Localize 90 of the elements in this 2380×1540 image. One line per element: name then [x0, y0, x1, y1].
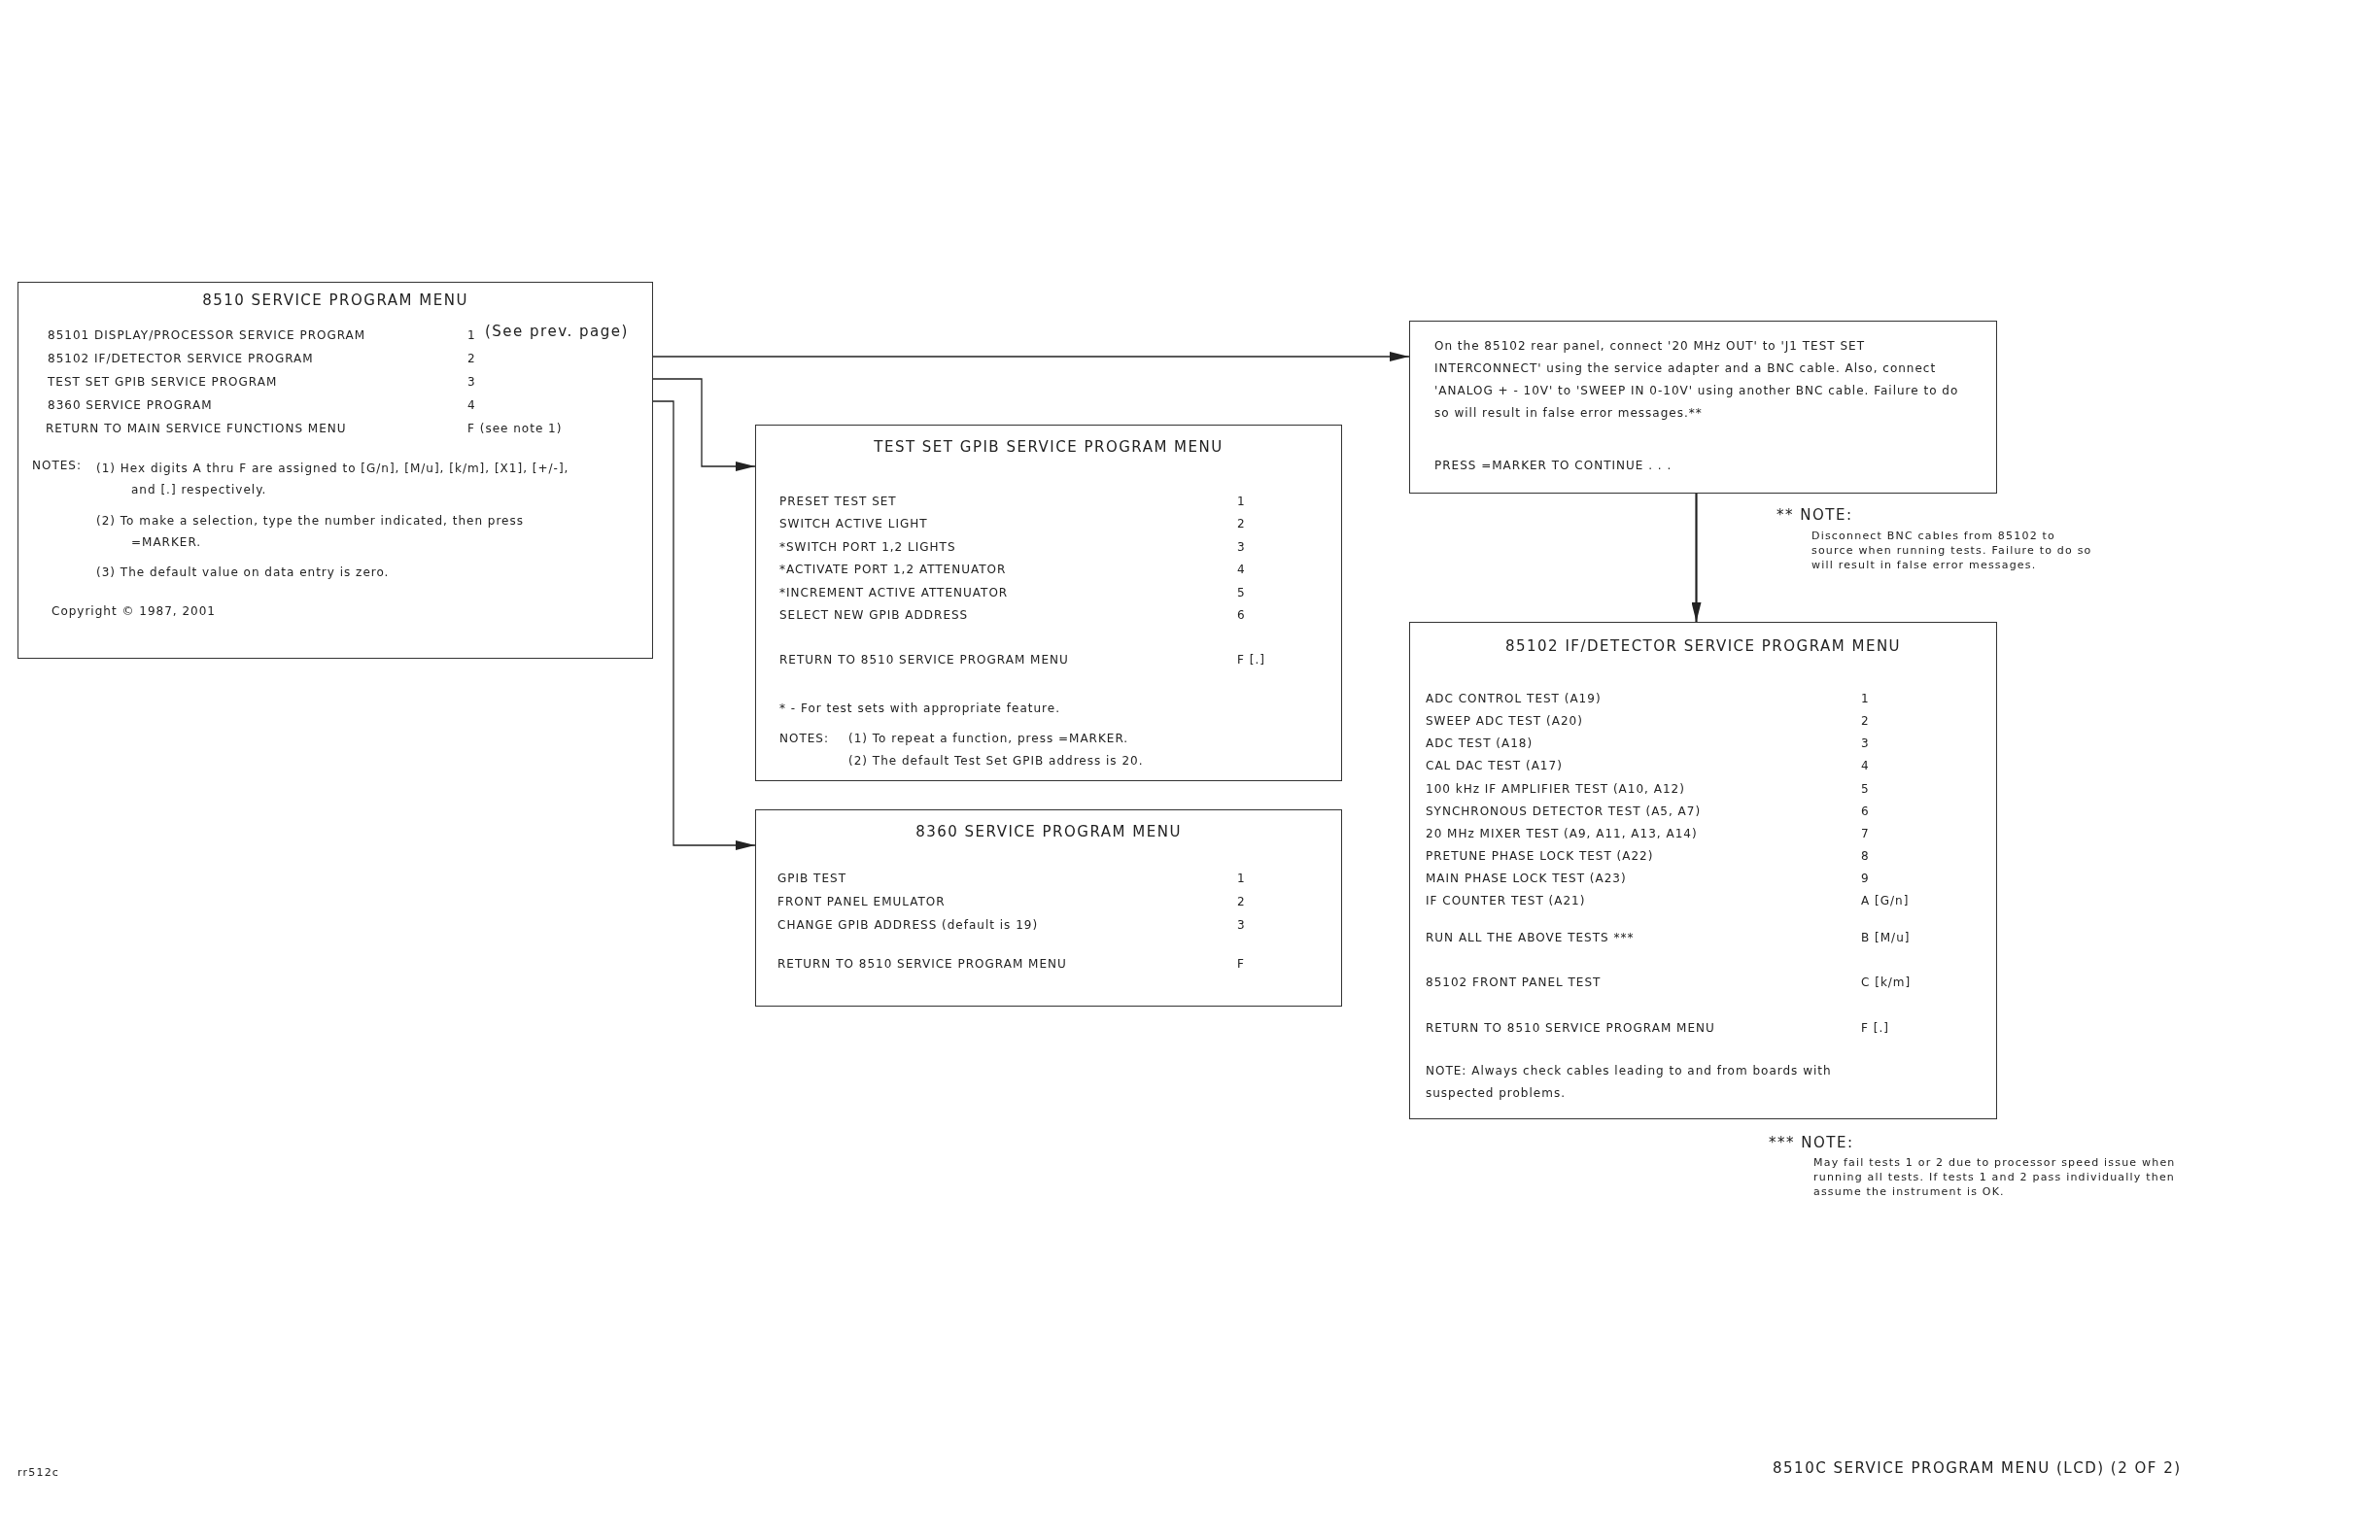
key-label: 5	[1237, 585, 1246, 600]
menu-item: *INCREMENT ACTIVE ATTENUATOR	[779, 585, 1009, 600]
key-label: 3	[1237, 917, 1246, 933]
key-label: 9	[1861, 871, 1870, 886]
note-text: May fail tests 1 or 2 due to processor speed issue when running all tests. If tests 1 and 2 pass individually then assume the instrument is OK.	[1813, 1155, 2177, 1199]
menu-item: NOTES:	[32, 458, 82, 473]
key-label: A [G/n]	[1861, 893, 1910, 908]
key-label: 6	[1861, 804, 1870, 819]
key-label: 1	[1237, 871, 1246, 886]
menu-panel	[1409, 622, 1997, 1119]
menu-panel	[755, 425, 1342, 781]
note-heading: ** NOTE:	[1776, 507, 1853, 523]
arrow	[1691, 494, 1702, 622]
menu-title: 85102 IF/DETECTOR SERVICE PROGRAM MENU	[1503, 638, 1903, 654]
arrow	[652, 400, 756, 850]
note-text: (3) The default value on data entry is zero.	[96, 565, 391, 581]
note-heading: *** NOTE:	[1769, 1135, 1854, 1150]
menu-title: 8510 SERVICE PROGRAM MENU	[201, 292, 469, 308]
key-label: 2	[1237, 516, 1246, 531]
key-label: C [k/m]	[1861, 975, 1912, 990]
drawing-number: rr512c	[17, 1465, 61, 1480]
menu-title: 8360 SERVICE PROGRAM MENU	[914, 824, 1183, 839]
menu-item: 85102 IF/DETECTOR SERVICE PROGRAM	[48, 351, 314, 366]
menu-item: (1) To repeat a function, press =MARKER.	[848, 731, 1129, 746]
key-label: 3	[1237, 539, 1246, 555]
menu-item: 85101 DISPLAY/PROCESSOR SERVICE PROGRAM	[48, 327, 366, 343]
key-label: 7	[1861, 826, 1870, 841]
menu-item: RETURN TO 8510 SERVICE PROGRAM MENU	[779, 652, 1069, 667]
menu-item: MAIN PHASE LOCK TEST (A23)	[1426, 871, 1627, 886]
key-label: 1	[1861, 691, 1870, 706]
key-label: 2	[467, 351, 476, 366]
menu-item: (2) The default Test Set GPIB address is 20.	[848, 753, 1144, 769]
menu-item: RETURN TO MAIN SERVICE FUNCTIONS MENU	[46, 421, 347, 436]
menu-item: CAL DAC TEST (A17)	[1426, 758, 1563, 773]
instruction-panel	[1409, 321, 1997, 494]
key-label: F [.]	[1237, 652, 1265, 667]
instruction-text: NOTE: Always check cables leading to and from boards with suspected problems.	[1426, 1063, 1833, 1102]
key-label: 2	[1237, 894, 1246, 909]
menu-item: Copyright © 1987, 2001	[52, 603, 216, 619]
key-label: 5	[1861, 781, 1870, 797]
key-label: F	[1237, 956, 1245, 972]
key-label: 4	[1861, 758, 1870, 773]
arrow	[652, 378, 756, 471]
menu-item: 8360 SERVICE PROGRAM	[48, 397, 213, 413]
menu-item: *ACTIVATE PORT 1,2 ATTENUATOR	[779, 562, 1007, 577]
menu-item: SWITCH ACTIVE LIGHT	[779, 516, 928, 531]
key-label: 3	[1861, 736, 1870, 751]
menu-item: PRETUNE PHASE LOCK TEST (A22)	[1426, 848, 1654, 864]
key-label: 4	[1237, 562, 1246, 577]
key-label: 8	[1861, 848, 1870, 864]
menu-item: ADC CONTROL TEST (A19)	[1426, 691, 1602, 706]
key-label: 6	[1237, 607, 1246, 623]
menu-item: ADC TEST (A18)	[1426, 736, 1534, 751]
menu-item: PRESET TEST SET	[779, 494, 897, 509]
key-label: 2	[1861, 713, 1870, 729]
menu-item: RETURN TO 8510 SERVICE PROGRAM MENU	[1426, 1020, 1715, 1036]
menu-item: 100 kHz IF AMPLIFIER TEST (A10, A12)	[1426, 781, 1685, 797]
menu-item: NOTES:	[779, 731, 829, 746]
menu-item: SWEEP ADC TEST (A20)	[1426, 713, 1583, 729]
menu-item: IF COUNTER TEST (A21)	[1426, 893, 1586, 908]
note-text: Disconnect BNC cables from 85102 to source when running tests. Failure to do so will result in false error messages.	[1811, 529, 2093, 572]
menu-item: SYNCHRONOUS DETECTOR TEST (A5, A7)	[1426, 804, 1702, 819]
note-text: (See prev. page)	[485, 324, 629, 339]
page-title: 8510C SERVICE PROGRAM MENU (LCD) (2 OF 2)	[1773, 1460, 2182, 1476]
key-label: B [M/u]	[1861, 930, 1911, 945]
menu-item: 20 MHz MIXER TEST (A9, A11, A13, A14)	[1426, 826, 1698, 841]
key-label: 1	[467, 327, 476, 343]
menu-item: TEST SET GPIB SERVICE PROGRAM	[48, 374, 278, 390]
menu-title: TEST SET GPIB SERVICE PROGRAM MENU	[873, 439, 1224, 455]
key-label: 1	[1237, 494, 1246, 509]
note-text: (1) Hex digits A thru F are assigned to [G/n], [M/u], [k/m], [X1], [+/-], and [.] respectively.	[96, 461, 570, 498]
menu-item: * - For test sets with appropriate feature.	[779, 701, 1060, 716]
key-label: 3	[467, 374, 476, 390]
menu-item: FRONT PANEL EMULATOR	[777, 894, 946, 909]
arrow	[652, 352, 1410, 361]
menu-item: RETURN TO 8510 SERVICE PROGRAM MENU	[777, 956, 1067, 972]
key-label: F [.]	[1861, 1020, 1889, 1036]
key-label: 4	[467, 397, 476, 413]
instruction-text: On the 85102 rear panel, connect '20 MHz OUT' to 'J1 TEST SET INTERCONNECT' using the service adapter and a BNC cable. Also, connect 'ANALOG + - 10V' to 'SWEEP IN 0-10V' using another BNC cable. Failure to do so will result in false error messages.**	[1434, 338, 1959, 422]
menu-item: *SWITCH PORT 1,2 LIGHTS	[779, 539, 956, 555]
menu-panel	[17, 282, 653, 659]
menu-item: RUN ALL THE ABOVE TESTS ***	[1426, 930, 1635, 945]
menu-panel	[755, 809, 1342, 1007]
menu-item: CHANGE GPIB ADDRESS (default is 19)	[777, 917, 1039, 933]
menu-item: PRESS =MARKER TO CONTINUE . . .	[1434, 458, 1673, 473]
note-text: (2) To make a selection, type the number indicated, then press =MARKER.	[96, 513, 525, 551]
menu-item: GPIB TEST	[777, 871, 846, 886]
menu-item: SELECT NEW GPIB ADDRESS	[779, 607, 969, 623]
menu-item: 85102 FRONT PANEL TEST	[1426, 975, 1602, 990]
key-label: F (see note 1)	[467, 421, 563, 436]
